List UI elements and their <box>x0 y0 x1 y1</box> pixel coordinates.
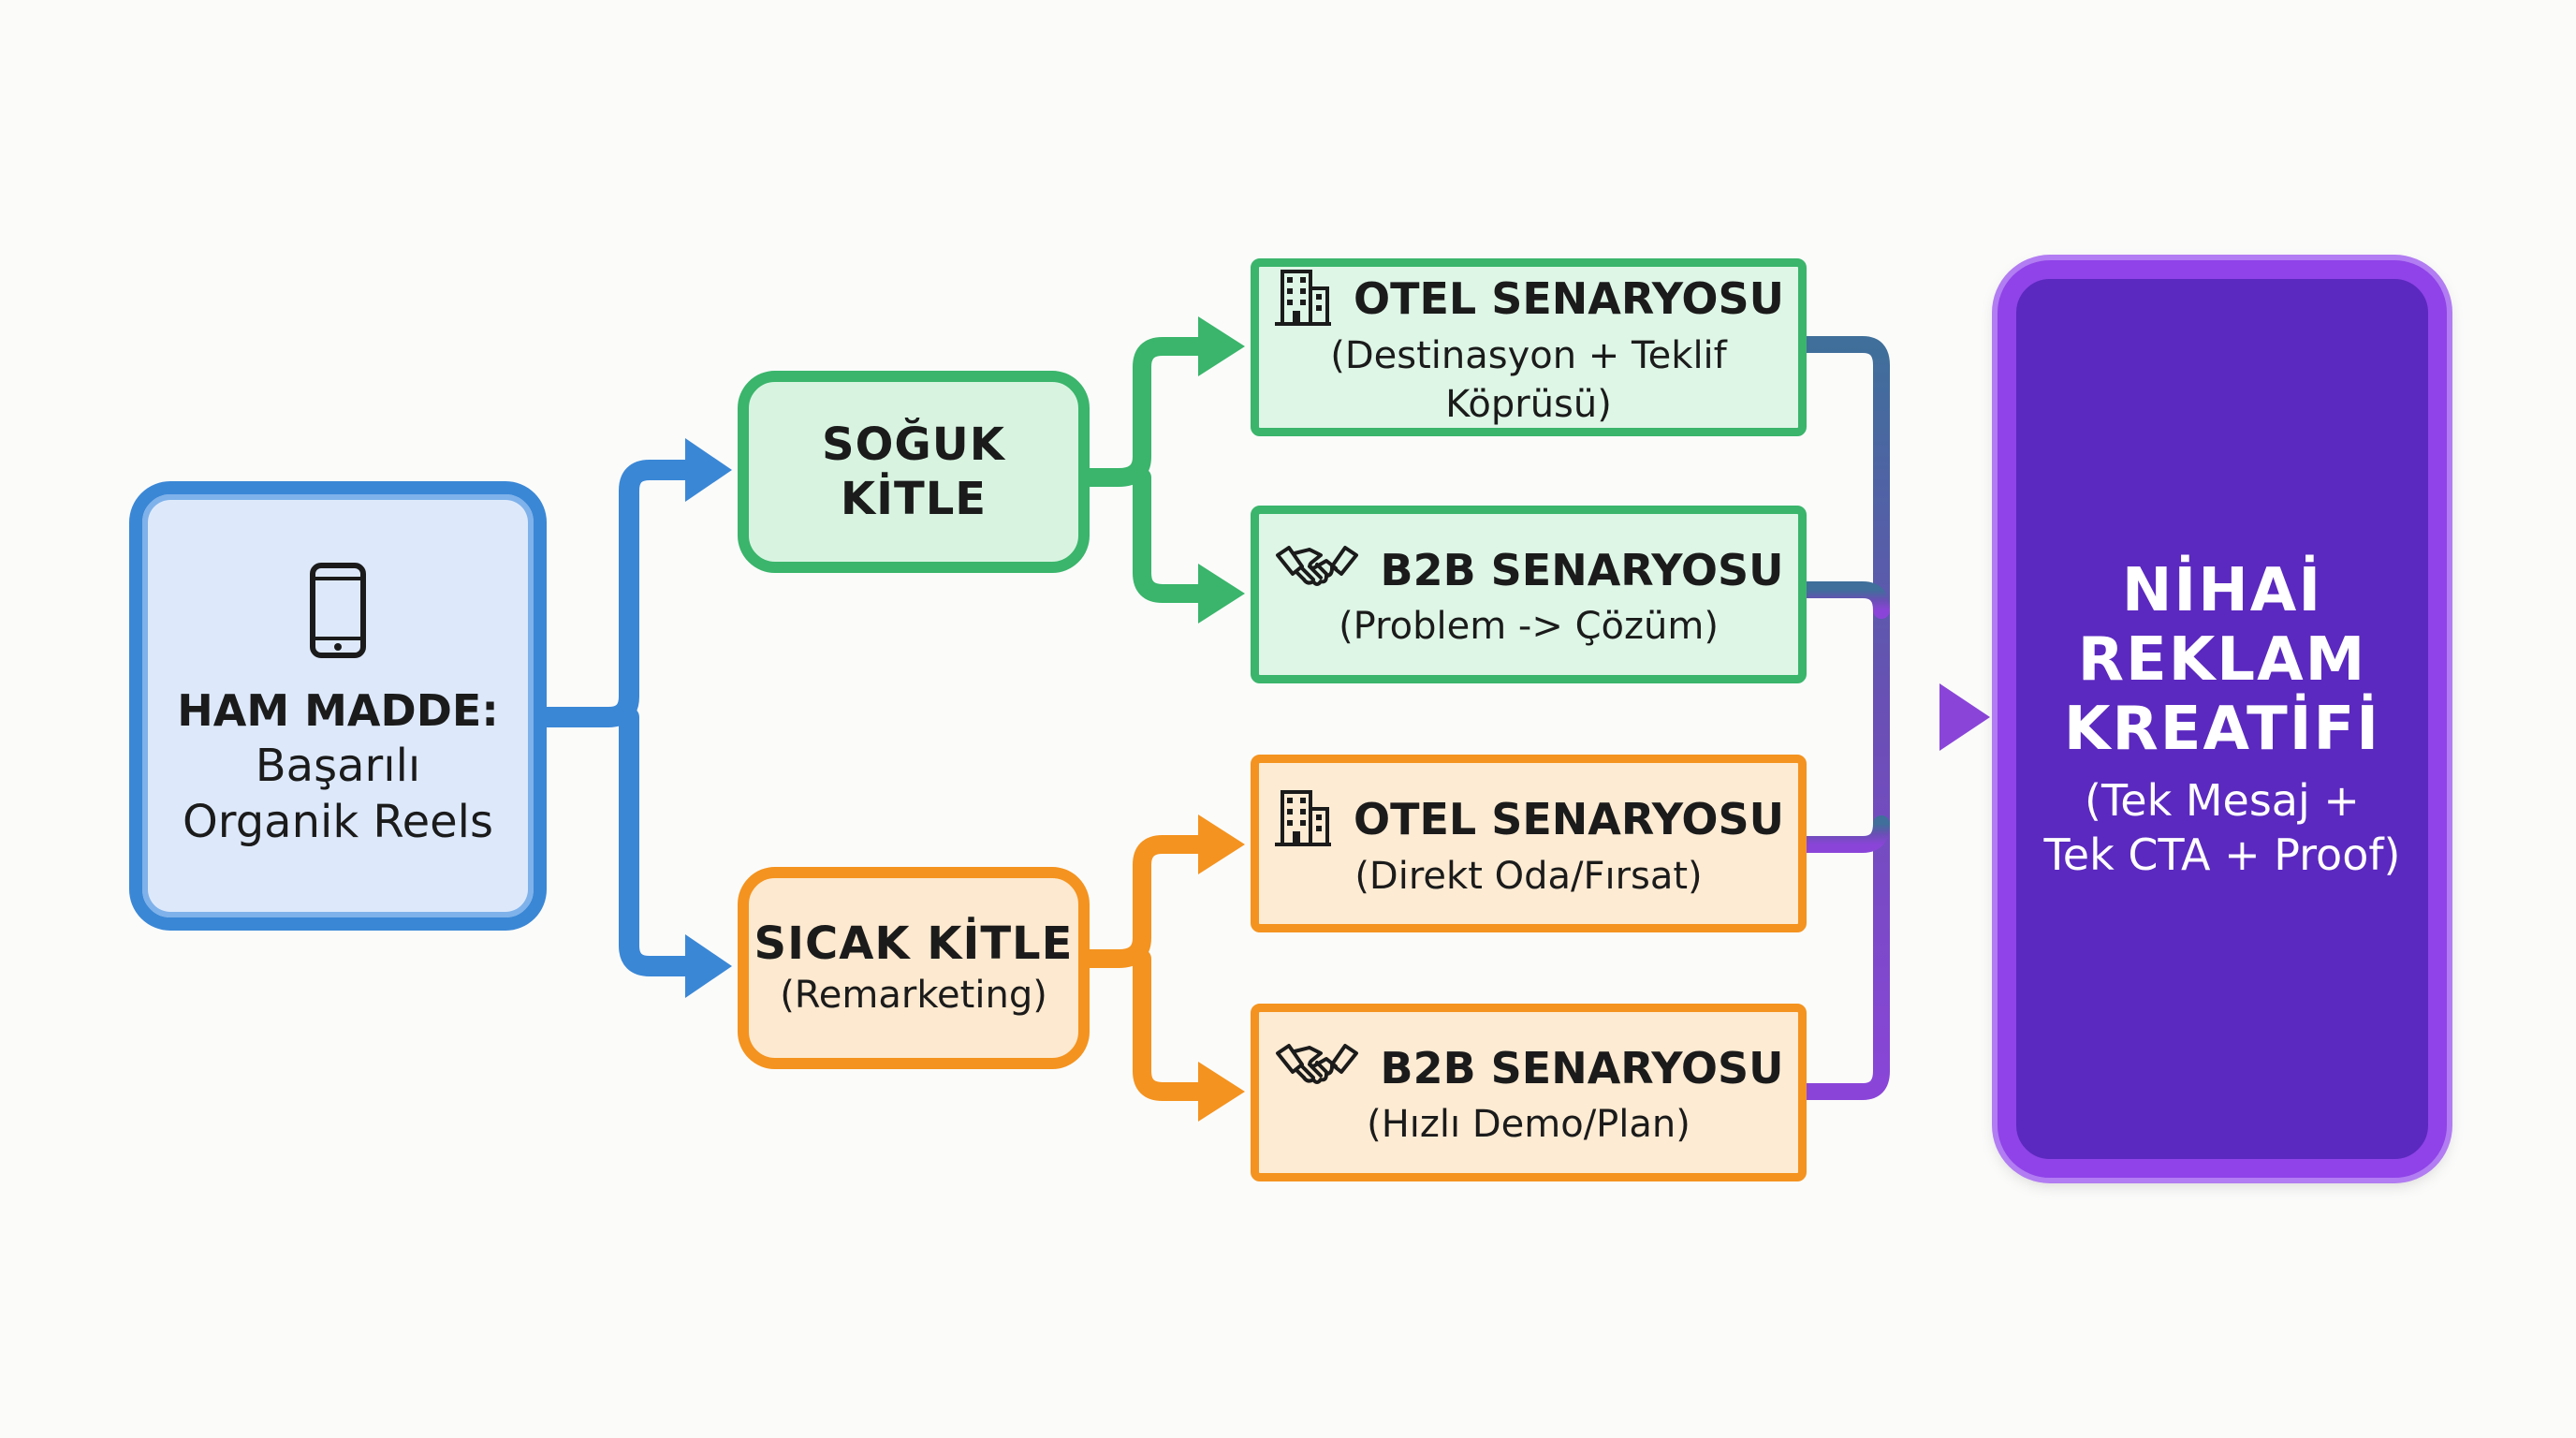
arrowhead-warm-otel <box>1198 814 1245 874</box>
arrowhead-cold-otel <box>1198 316 1245 376</box>
cold-line2: KİTLE <box>840 473 988 525</box>
source-line2: Organik Reels <box>183 796 493 848</box>
final-line1: NİHAİ <box>2121 556 2323 625</box>
warm-title: SICAK KİTLE <box>754 917 1074 970</box>
warm-subtitle: (Remarketing) <box>780 974 1047 1017</box>
scenario-title: OTEL SENARYOSU <box>1353 794 1785 844</box>
scenario-subtitle: (Destinasyon + Teklif Köprüsü) <box>1330 334 1727 426</box>
phone-icon <box>309 562 367 663</box>
final-sub2: Tek CTA + Proof) <box>2043 829 2401 880</box>
warm-audience-box: SICAK KİTLE (Remarketing) <box>738 867 1090 1069</box>
cold-line1: SOĞUK <box>822 418 1005 471</box>
source-line1: Başarılı <box>255 740 421 792</box>
final-line3: KREATİFİ <box>2063 695 2381 764</box>
arrowhead-warm-b2b <box>1198 1062 1245 1122</box>
scenario-box: OTEL SENARYOSU (Direkt Oda/Fırsat) <box>1251 755 1807 932</box>
scenario-box: B2B SENARYOSU (Hızlı Demo/Plan) <box>1251 1004 1807 1181</box>
scenario-title: OTEL SENARYOSU <box>1353 273 1785 324</box>
scenario-title: B2B SENARYOSU <box>1380 1043 1784 1093</box>
scenario-subtitle: (Direkt Oda/Fırsat) <box>1354 855 1703 898</box>
final-line2: REKLAM <box>2077 625 2367 695</box>
connector-warm-split <box>1076 835 1219 1101</box>
scenario-box: OTEL SENARYOSU (Destinasyon + Teklif Köp… <box>1251 258 1807 436</box>
connector-cold-split <box>1076 337 1219 603</box>
arrowhead-to-warm <box>685 934 732 998</box>
scenario-subtitle: (Problem -> Çözüm) <box>1339 605 1719 648</box>
scenario-title: B2B SENARYOSU <box>1380 545 1784 595</box>
hotel-building-icon <box>1273 266 1333 331</box>
arrowhead-cold-b2b <box>1198 564 1245 624</box>
hotel-building-icon <box>1273 786 1333 852</box>
handshake-icon <box>1274 538 1360 602</box>
scenario-subtitle: (Hızlı Demo/Plan) <box>1367 1103 1690 1146</box>
connector-source-split <box>534 460 708 976</box>
source-box: HAM MADDE: Başarılı Organik Reels <box>129 481 547 931</box>
handshake-icon <box>1274 1036 1360 1100</box>
cold-audience-box: SOĞUK KİTLE <box>738 371 1090 573</box>
final-sub1: (Tek Mesaj + <box>2085 775 2360 826</box>
scenario-box: B2B SENARYOSU (Problem -> Çözüm) <box>1251 506 1807 683</box>
final-creative-box: NİHAİ REKLAM KREATİFİ (Tek Mesaj + Tek C… <box>1998 260 2447 1178</box>
source-title: HAM MADDE: <box>177 685 499 736</box>
arrowhead-to-cold <box>685 438 732 502</box>
arrowhead-to-final <box>1939 683 1990 751</box>
connector-merge <box>1796 336 1960 1100</box>
